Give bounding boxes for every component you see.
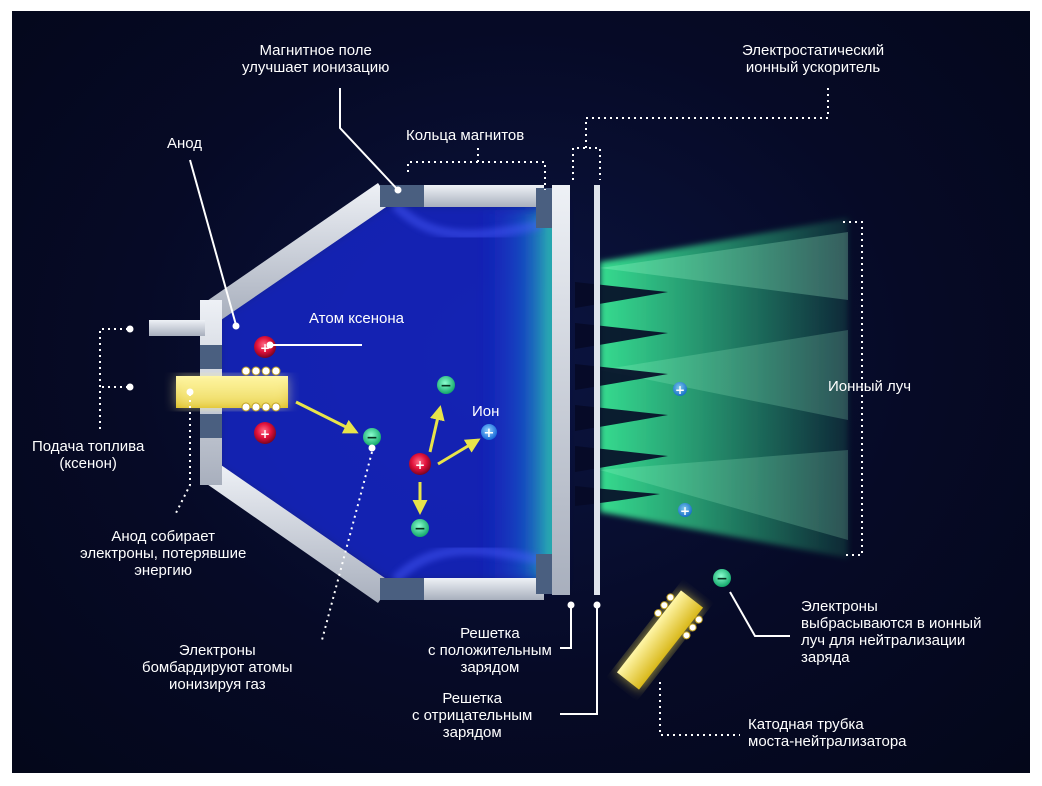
label-negative-grid: Решетка с отрицательным зарядом [412,690,533,741]
particles [254,336,731,587]
ion-2 [673,382,687,396]
svg-text:−: − [716,571,728,587]
label-xenon-atom: Атом ксенона [309,310,405,327]
injector [176,366,288,412]
label-electrostatic-accelerator: Электростатический ионный ускоритель [742,42,885,76]
label-ion-beam: Ионный луч [828,378,912,395]
electron-3 [411,519,429,537]
label-ion: Ион [472,403,500,420]
positive-grid [552,185,570,595]
xenon-atom-2 [254,422,276,444]
ionization-chamber [215,200,560,585]
svg-text:+: + [415,458,425,472]
label-positive-grid: Решетка с положительным зарядом [428,625,552,676]
particle-symbols: − − − − + + + + + + [260,341,728,587]
label-cathode-tube: Катодная трубка моста-нейтрализатора [748,716,907,750]
label-electrons-ejected: Электроны выбрасываются в ионный луч для… [801,598,982,666]
ion-beam [600,218,848,558]
ion-3 [678,503,692,517]
negative-grid [594,185,600,595]
electron-4 [713,569,731,587]
label-fuel-supply: Подача топлива (ксенон) [32,438,145,472]
electron-2 [437,376,455,394]
svg-text:−: − [366,430,378,446]
neutralizer-cathode [615,589,705,691]
electron-1 [363,428,381,446]
magnet-rings [200,185,554,600]
svg-text:−: − [414,521,426,537]
motion-arrows [295,400,481,515]
svg-text:+: + [260,341,270,355]
ion-1 [481,424,497,440]
xenon-atom-1 [254,336,276,358]
label-anode: Анод [167,135,203,152]
xenon-atom-3 [409,453,431,475]
label-anode-collects: Анод собирает электроны, потерявшие энер… [80,528,247,579]
svg-text:+: + [680,504,690,518]
svg-text:+: + [484,426,495,441]
fuel-pipe [149,320,205,336]
svg-text:+: + [675,383,685,397]
leader-lines [189,88,790,715]
svg-text:−: − [440,378,452,394]
label-magnetic-field: Магнитное поле улучшает ионизацию [242,42,390,76]
svg-text:+: + [260,427,270,441]
label-magnet-rings: Кольца магнитов [406,127,525,144]
label-electrons-bombard: Электроны бомбардируют атомы ионизируя г… [142,642,293,693]
leader-endpoints [126,186,601,609]
dotted-leaders [99,84,863,736]
